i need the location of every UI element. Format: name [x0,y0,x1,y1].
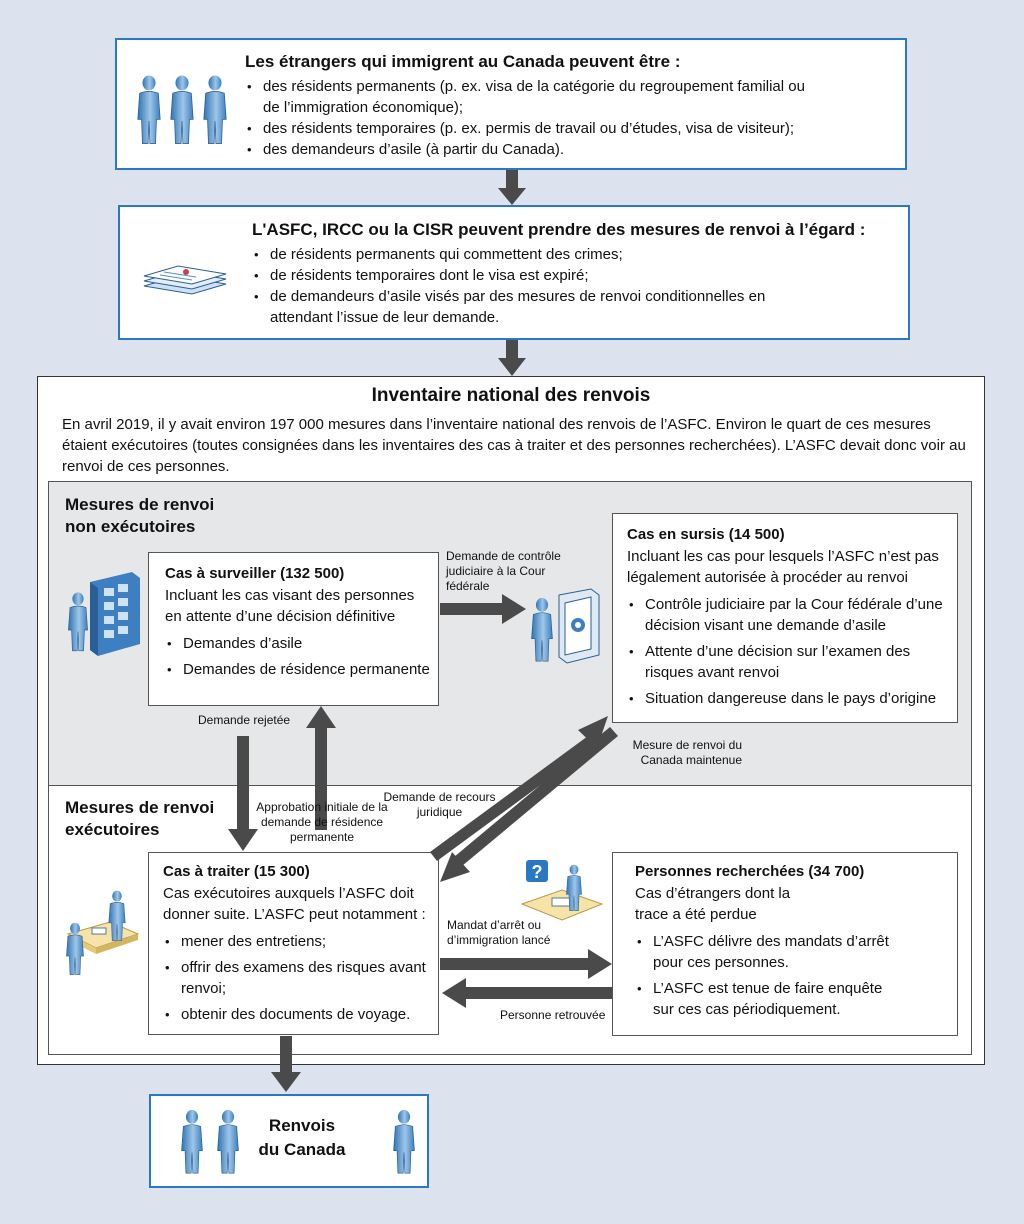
monitor-cases-desc: Incluant les cas visant des personnes en… [165,587,415,625]
list-item: Contrôle judiciaire par la Cour fédérale… [627,594,952,636]
wanted-persons-box: Personnes recherchées (34 700) Cas d’étr… [612,852,958,1036]
removal-measures-title: L'ASFC, IRCC ou la CISR peuvent prendre … [252,220,866,239]
monitor-cases-list: Demandes d’asile Demandes de résidence p… [165,633,433,680]
wanted-persons-desc: Cas d’étrangers dont la trace a été perd… [635,885,791,923]
arrow-rejected-down [228,736,258,851]
arrow-to-stayed [440,594,526,624]
list-item: obtenir des documents de voyage. [163,1004,435,1025]
wanted-persons-title: Personnes recherchées (34 700) [635,863,865,880]
cases-to-process-desc: Cas exécutoires auxquels l’ASFC doit don… [163,885,426,923]
documents-icon [134,262,234,302]
arrow-to-removals [271,1036,301,1092]
label-rejected: Demande rejetée [198,713,291,727]
vault-worker-icon [525,585,605,667]
server-worker-icon [60,572,142,658]
arrow-approval-up [306,706,336,830]
svg-text:?: ? [532,862,543,882]
stayed-cases-list: Contrôle judiciaire par la Cour fédérale… [627,594,952,709]
stayed-cases-box: Cas en sursis (14 500) Incluant les cas … [612,513,958,723]
label-found: Personne retrouvée [500,1008,606,1022]
person-icon [391,1106,421,1180]
label-upheld: Mesure de renvoi du Canada maintenue [632,738,742,767]
arrow-found-left [442,978,612,1008]
monitor-cases-box: Cas à surveiller (132 500) Incluant les … [148,552,439,706]
cases-to-process-list: mener des entretiens; offrir des examens… [163,931,435,1025]
arrow-down-1 [498,170,526,205]
question-search-icon: ? [518,858,604,928]
inventory-description: En avril 2019, il y avait environ 197 00… [62,416,966,475]
removal-measures-box: L'ASFC, IRCC ou la CISR peuvent prendre … [118,205,910,340]
list-item: offrir des examens des risques avant ren… [163,957,435,999]
list-item: de demandeurs d’asile visés par des mesu… [252,286,812,328]
monitor-cases-title: Cas à surveiller (132 500) [165,565,345,582]
arrow-upheld-down [440,727,618,882]
stayed-cases-title: Cas en sursis (14 500) [627,526,785,543]
list-item: Situation dangereuse dans le pays d’orig… [627,688,952,709]
immigrants-title: Les étrangers qui immigrent au Canada pe… [245,52,681,71]
people-icon [179,1106,249,1180]
list-item: de résidents temporaires dont le visa es… [252,265,812,286]
label-appeal: Demande de recours juridique [383,790,496,819]
interview-desk-icon [62,890,142,976]
cases-to-process-title: Cas à traiter (15 300) [163,863,310,880]
list-item: Attente d’une décision sur l’examen des … [627,641,952,683]
label-initial-approval: Approbation initiale de la demande de ré… [256,800,388,844]
list-item: Demandes de résidence permanente [165,659,433,680]
list-item: des résidents temporaires (p. ex. permis… [245,118,805,139]
list-item: L’ASFC est tenue de faire enquête sur ce… [635,978,895,1020]
label-warrant: Mandat d’arrêt ou d’immigration lancé [447,918,551,947]
label-judicial-review: Demande de contrôle judiciaire à la Cour… [446,549,561,593]
list-item: de résidents permanents qui commettent d… [252,244,812,265]
inventory-title: Inventaire national des renvois [371,385,651,406]
list-item: L’ASFC délivre des mandats d’arrêt pour … [635,931,895,973]
immigrants-list: des résidents permanents (p. ex. visa de… [245,76,805,160]
immigrants-box: Les étrangers qui immigrent au Canada pe… [115,38,907,170]
cases-to-process-box: Cas à traiter (15 300) Cas exécutoires a… [148,852,439,1035]
arrow-appeal-up [430,716,608,861]
list-item: mener des entretiens; [163,931,435,952]
arrow-down-2 [498,340,526,376]
list-item: des résidents permanents (p. ex. visa de… [245,76,805,118]
stayed-cases-desc: Incluant les cas pour lesquels l’ASFC n’… [627,548,939,586]
wanted-persons-list: L’ASFC délivre des mandats d’arrêt pour … [635,931,895,1020]
list-item: Demandes d’asile [165,633,433,654]
removal-measures-list: de résidents permanents qui commettent d… [252,244,812,328]
list-item: des demandeurs d’asile (à partir du Cana… [245,139,805,160]
arrow-warrant-right [440,949,612,979]
